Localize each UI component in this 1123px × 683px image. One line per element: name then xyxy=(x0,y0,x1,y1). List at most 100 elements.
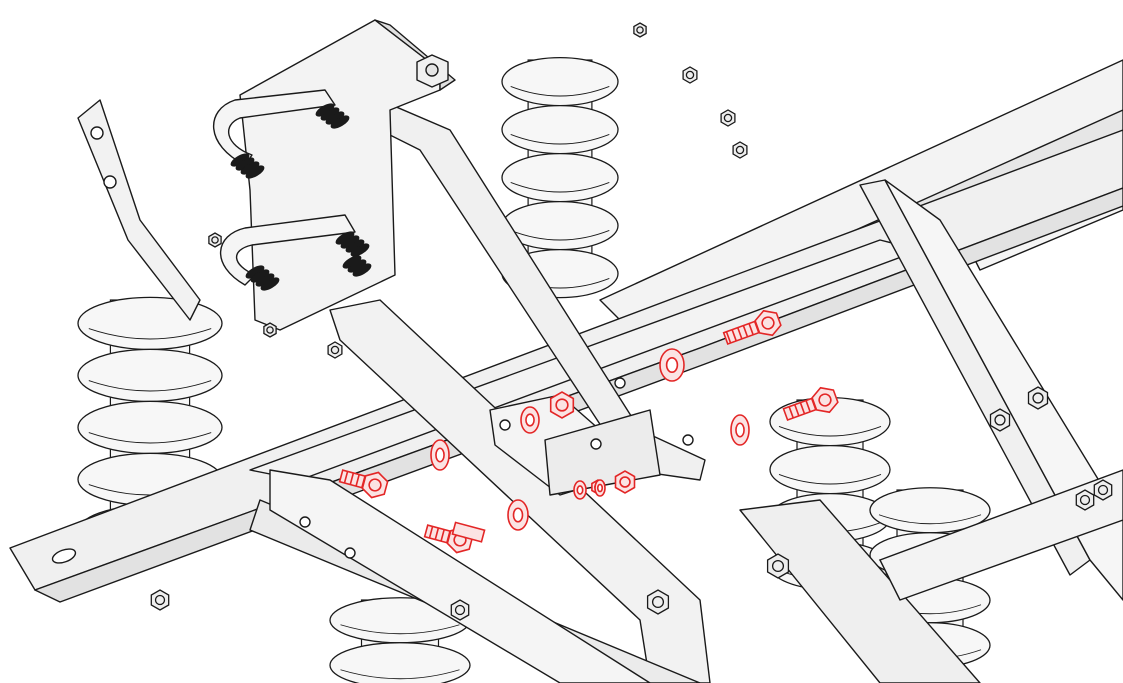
frame-nuts xyxy=(150,22,1113,621)
terminal-hole xyxy=(90,126,104,140)
bolt-shank xyxy=(451,521,486,543)
terminal-hole xyxy=(103,175,117,189)
frame-hex-nut-bore xyxy=(330,345,340,355)
frame-hex-nut-bore xyxy=(685,70,695,80)
highlighted-nut-bore xyxy=(555,398,569,412)
bolt-thread xyxy=(731,329,737,342)
bracket-top-nut-bore xyxy=(425,63,439,77)
plate-hole xyxy=(590,438,602,450)
frame-hex-nut-bore xyxy=(636,26,644,34)
right-bottom-rail xyxy=(879,469,1123,601)
insulator-shed-edge xyxy=(88,380,212,392)
bolt-head xyxy=(811,386,839,414)
insulator-shed xyxy=(501,56,619,107)
channel-hole xyxy=(299,516,311,528)
bolt-thread xyxy=(428,526,434,539)
bolt-thread xyxy=(440,529,445,542)
insulator-shed-edge xyxy=(340,624,460,635)
channel-hole xyxy=(344,547,356,559)
washer-hole xyxy=(735,422,745,438)
insulator-shed xyxy=(501,104,619,155)
bolt-thread xyxy=(737,327,743,340)
bolt-thread xyxy=(434,527,440,540)
bolt-thread xyxy=(794,404,800,417)
washer-hole xyxy=(576,485,584,495)
frame-hex-nut xyxy=(150,589,170,611)
highlighted-nut-bore xyxy=(619,476,631,488)
frame-hex-nut xyxy=(450,599,470,621)
frame-hex-nut xyxy=(263,322,277,338)
highlighted-bolt xyxy=(451,521,486,543)
bolt-thread xyxy=(355,474,360,487)
bolt-thread xyxy=(748,323,754,336)
thread-turn xyxy=(260,277,280,291)
frame-hex-nut-bore xyxy=(994,414,1006,426)
highlighted-nut xyxy=(549,391,575,419)
insulator-shed-edge xyxy=(878,514,982,525)
frame-hex-nut xyxy=(720,109,736,127)
frame-hex-nut-bore xyxy=(1032,392,1044,404)
highlighted-nut xyxy=(614,470,636,494)
frame-hex-nut-bore xyxy=(266,326,274,334)
frame-hex-nut xyxy=(766,553,790,579)
bolt-thread xyxy=(788,406,794,419)
u-bolt-threads xyxy=(230,103,372,291)
frame-hex-nut xyxy=(327,341,343,359)
frame-hex-nut-bore xyxy=(211,236,219,244)
insulator-shed-edge xyxy=(340,669,460,680)
frame-hex-nut-bore xyxy=(454,604,466,616)
frame-hex-nut xyxy=(633,22,647,38)
insulator-shed-edge xyxy=(510,133,610,145)
insulator-shed-edge xyxy=(510,85,610,97)
drop-bracket xyxy=(329,299,711,683)
washer-hole xyxy=(512,507,524,523)
left-terminal-blade xyxy=(77,99,201,321)
highlighted-bolt xyxy=(722,309,782,346)
insulator-shed xyxy=(77,400,223,455)
highlighted-hardware xyxy=(338,309,839,554)
brace-hole xyxy=(682,434,694,446)
bolt-thread xyxy=(805,400,811,413)
insulator-shed-edge xyxy=(510,229,610,241)
washer-hole xyxy=(665,356,679,373)
u-bolt-lower xyxy=(219,214,356,286)
bolt-thread xyxy=(725,331,732,344)
frame-hex-nut xyxy=(1075,489,1095,511)
frame-hex-nut xyxy=(732,141,748,159)
thread-turn xyxy=(350,243,370,257)
frame-hex-nut xyxy=(208,232,222,248)
frame-hex-nut-bore xyxy=(771,559,785,573)
thread-turn xyxy=(352,263,372,277)
front-channel-web xyxy=(269,469,651,683)
frame-hex-nut xyxy=(646,589,670,615)
insulator-shed-edge xyxy=(510,181,610,193)
insulator-shed xyxy=(329,642,471,683)
frame-hex-nut-bore xyxy=(1079,494,1091,506)
insulator-shed-edge xyxy=(88,328,212,340)
bolt-head-bore xyxy=(761,316,775,330)
bolt-head-bore xyxy=(368,478,382,492)
frame-hex-nut-bore xyxy=(651,595,665,609)
bolt-thread xyxy=(343,471,349,484)
right-lower-bracket xyxy=(739,499,981,683)
frame-hex-nut xyxy=(682,66,698,84)
bolt-thread xyxy=(742,325,749,338)
insulator-shed-edge xyxy=(778,473,882,485)
bolt-thread xyxy=(799,402,806,415)
insulator-shed xyxy=(77,296,223,351)
insulator-shed xyxy=(501,152,619,203)
bolt-head-bore xyxy=(818,393,832,407)
insulator-shed-edge xyxy=(778,425,882,437)
insulator-shed-edge xyxy=(88,432,212,444)
steel-frame xyxy=(9,19,1123,683)
bolt-thread xyxy=(349,472,355,485)
frame-hex-nut-bore xyxy=(735,145,745,155)
thread-turn xyxy=(330,115,350,129)
brace-hole xyxy=(614,377,626,389)
thread-turn xyxy=(245,165,265,179)
frame-hex-nut xyxy=(1027,386,1049,410)
washer-hole xyxy=(435,447,445,463)
bolt-head xyxy=(361,471,389,499)
plate-hole xyxy=(499,419,511,431)
